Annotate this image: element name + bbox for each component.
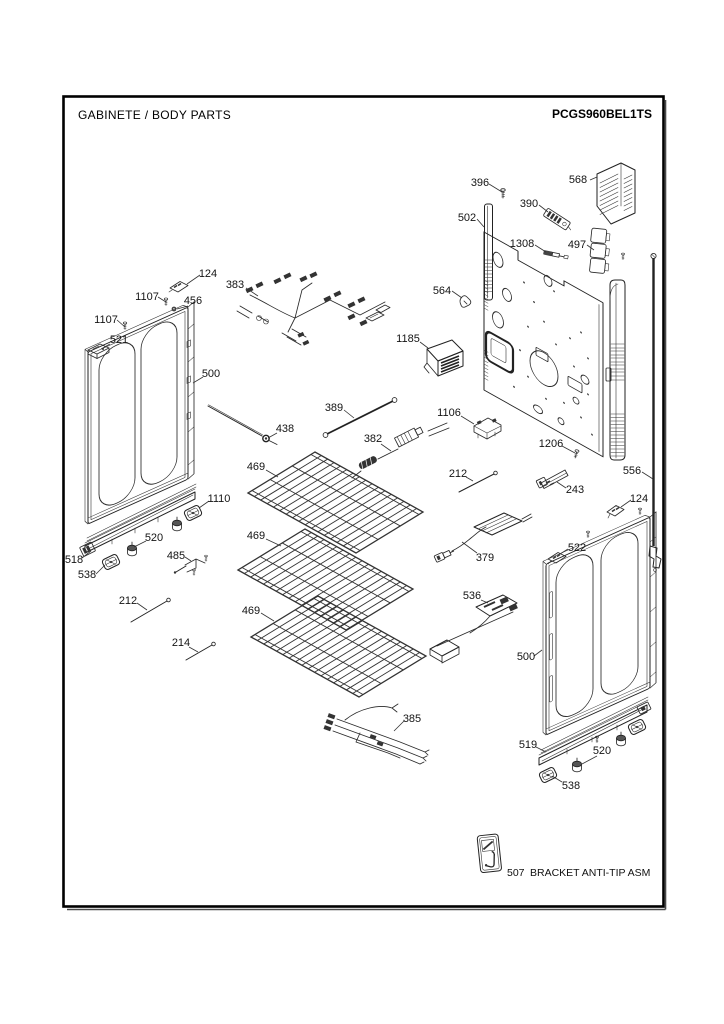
model-number: PCGS960BEL1TS <box>552 107 652 121</box>
callout-469-a: 469 <box>247 461 265 473</box>
anti-tip-note-text: BRACKET ANTI-TIP ASM <box>530 867 650 879</box>
callout-1185: 1185 <box>396 333 420 345</box>
bottom-rail-519 <box>538 696 652 766</box>
callout-1106: 1106 <box>437 407 461 419</box>
callout-556: 556 <box>623 465 641 477</box>
callout-497: 497 <box>568 239 586 251</box>
bottom-rail-518 <box>79 483 197 557</box>
anti-tip-bracket-icon <box>476 833 502 874</box>
callout-469-c: 469 <box>242 605 260 617</box>
back-panel <box>483 231 604 458</box>
wiring-harness-385 <box>323 703 430 765</box>
rod-212-left <box>130 597 171 623</box>
border-shadow <box>67 100 667 911</box>
callout-502: 502 <box>458 212 476 224</box>
callout-labels: 396 568 390 502 1308 497 564 124 1107 45… <box>65 174 648 792</box>
callout-212-a: 212 <box>449 468 467 480</box>
vent-bracket-1185 <box>423 339 464 377</box>
diagram-border <box>62 95 665 908</box>
callout-389: 389 <box>325 402 343 414</box>
rod-389 <box>322 397 398 438</box>
oven-rack-3 <box>251 596 426 697</box>
callout-536: 536 <box>463 590 481 602</box>
callout-383: 383 <box>226 279 244 291</box>
callout-1206: 1206 <box>539 438 563 450</box>
callout-243: 243 <box>566 484 584 496</box>
callout-568: 568 <box>569 174 587 186</box>
bracket-390 <box>543 208 572 231</box>
bracket-124-b <box>606 505 625 519</box>
probe-438 <box>207 404 278 445</box>
callout-124-a: 124 <box>199 268 217 280</box>
callout-396: 396 <box>471 177 489 189</box>
grommet-456 <box>171 306 177 312</box>
side-trim-502 <box>484 203 493 301</box>
oven-rack-2 <box>238 529 413 630</box>
callout-1308: 1308 <box>510 238 534 250</box>
back-panel-holes <box>513 281 593 436</box>
callout-379: 379 <box>476 552 494 564</box>
callout-520-b: 520 <box>593 745 611 757</box>
callout-522: 522 <box>568 542 586 554</box>
callout-1107-b: 1107 <box>94 314 118 326</box>
callout-438: 438 <box>276 423 294 435</box>
callout-485: 485 <box>167 550 185 562</box>
callout-1110: 1110 <box>208 493 231 505</box>
clip-564 <box>459 295 472 308</box>
insulation-pads-497 <box>589 227 611 274</box>
bracket-536 <box>429 594 518 664</box>
callout-385: 385 <box>403 713 421 725</box>
callout-1107-a: 1107 <box>135 291 159 303</box>
callout-469-b: 469 <box>247 530 265 542</box>
rod-212-center <box>458 470 498 493</box>
bracket-1106 <box>473 417 502 440</box>
vent-box-568 <box>596 162 636 225</box>
bracket-124-a <box>168 281 189 293</box>
rod-214 <box>185 641 216 661</box>
side-trim-right <box>605 279 626 461</box>
callout-538-a: 538 <box>78 569 96 581</box>
callout-521: 521 <box>110 334 128 346</box>
leader-lines <box>81 176 654 783</box>
callout-390: 390 <box>520 198 538 210</box>
callout-518: 518 <box>65 554 83 566</box>
callout-519: 519 <box>519 739 537 751</box>
side-panel-left-500 <box>84 301 195 525</box>
callout-538-b: 538 <box>562 780 580 792</box>
gas-line-rod-556 <box>648 252 662 572</box>
channel-243 <box>535 469 569 489</box>
callout-212-b: 212 <box>119 595 137 607</box>
bracket-485 <box>173 554 208 576</box>
sensor-cable-379 <box>433 512 533 563</box>
callout-214: 214 <box>172 637 190 649</box>
wiring-harness-383 <box>236 271 391 346</box>
callout-520-a: 520 <box>145 532 163 544</box>
oven-rack-1 <box>248 452 423 553</box>
cable-382 <box>351 422 450 479</box>
callout-124-b: 124 <box>630 493 648 505</box>
callout-500-b: 500 <box>517 651 535 663</box>
page-title: GABINETE / BODY PARTS <box>78 108 231 122</box>
anti-tip-note-number: 507 <box>507 867 525 879</box>
callout-564: 564 <box>433 285 451 297</box>
callout-500-a: 500 <box>202 368 220 380</box>
side-panel-right-500 <box>542 511 657 736</box>
callout-382: 382 <box>364 433 382 445</box>
callout-456: 456 <box>184 295 202 307</box>
